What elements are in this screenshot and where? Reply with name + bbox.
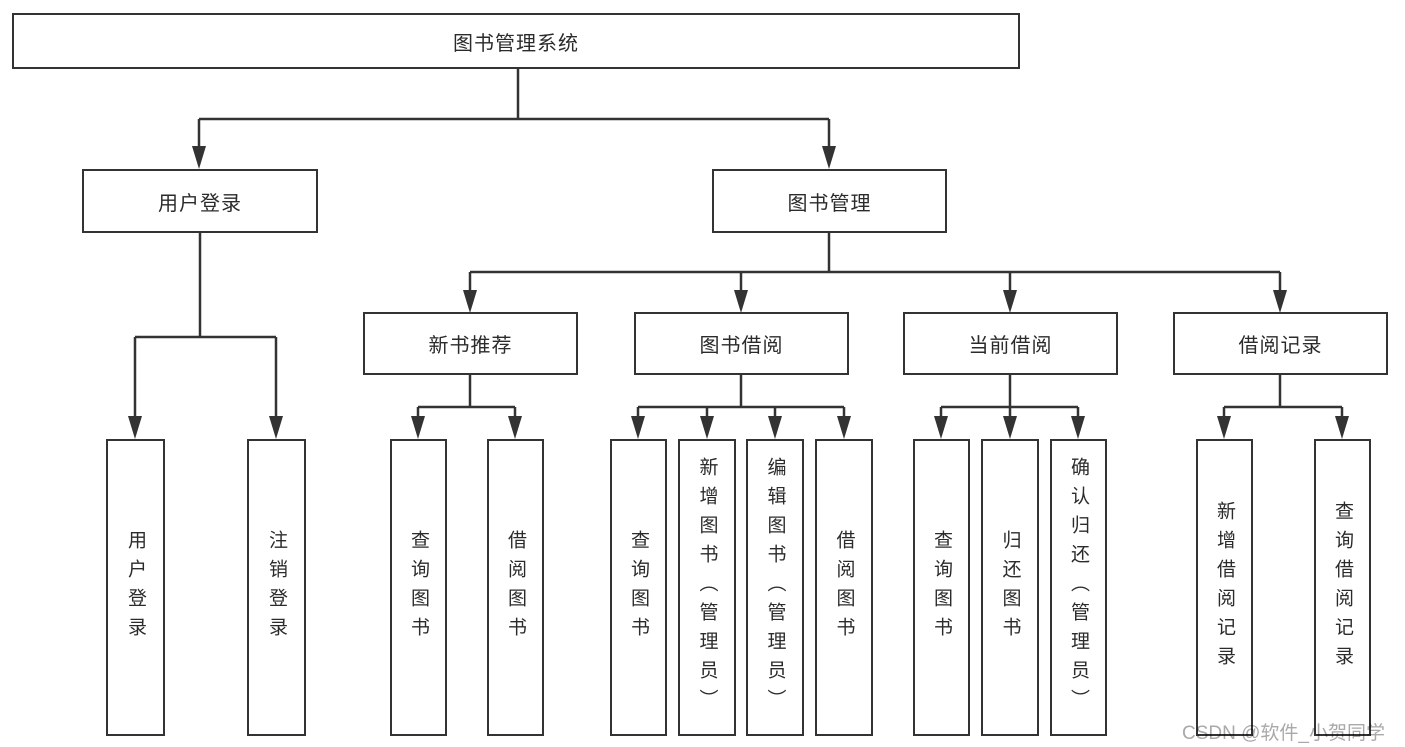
- leaf-current-query-books-label: 查询图书: [931, 529, 952, 646]
- leaf-borrow-borrow-books: 借阅图书: [815, 439, 873, 736]
- node-current-borrowing-label: 当前借阅: [968, 335, 1053, 357]
- leaf-user-login: 用户登录: [106, 439, 165, 736]
- leaf-logout: 注销登录: [247, 439, 306, 736]
- leaf-records-add-record-label: 新增借阅记录: [1214, 500, 1235, 675]
- leaf-recommend-borrow-books: 借阅图书: [487, 439, 544, 736]
- node-book-management: 图书管理: [712, 169, 947, 233]
- node-borrowing-records-label: 借阅记录: [1238, 335, 1323, 357]
- node-user-login-label: 用户登录: [158, 192, 242, 215]
- leaf-records-add-record: 新增借阅记录: [1196, 439, 1253, 736]
- leaf-borrow-edit-books-label: 编辑图书（管理员）: [764, 457, 786, 718]
- leaf-borrow-add-books: 新增图书（管理员）: [678, 439, 736, 736]
- leaf-borrow-query-books-label: 查询图书: [628, 529, 649, 646]
- leaf-records-query-record: 查询借阅记录: [1314, 439, 1371, 736]
- node-new-book-recommendation: 新书推荐: [363, 312, 578, 375]
- leaf-borrow-add-books-label: 新增图书（管理员）: [696, 457, 718, 718]
- leaf-current-return-books-label: 归还图书: [999, 529, 1021, 646]
- leaf-current-confirm-return-label: 确认归还（管理员）: [1068, 457, 1089, 718]
- node-book-borrowing-label: 图书借阅: [699, 335, 784, 357]
- node-user-login: 用户登录: [82, 169, 318, 233]
- node-root-label: 图书管理系统: [453, 32, 579, 55]
- connector-shafts: [133, 69, 1344, 418]
- leaf-recommend-borrow-books-label: 借阅图书: [505, 529, 526, 646]
- leaf-recommend-query-books-label: 查询图书: [408, 529, 429, 646]
- leaf-borrow-query-books: 查询图书: [610, 439, 667, 736]
- leaf-current-return-books: 归还图书: [981, 439, 1039, 736]
- leaf-user-login-label: 用户登录: [125, 529, 146, 646]
- leaf-borrow-borrow-books-label: 借阅图书: [833, 529, 855, 646]
- node-book-borrowing: 图书借阅: [634, 312, 849, 375]
- node-borrowing-records: 借阅记录: [1173, 312, 1388, 375]
- leaf-current-query-books: 查询图书: [913, 439, 970, 736]
- leaf-recommend-query-books: 查询图书: [390, 439, 447, 736]
- node-book-management-label: 图书管理: [787, 192, 872, 215]
- csdn-watermark: CSDN @软件_小贺同学: [1182, 723, 1385, 744]
- leaf-current-confirm-return: 确认归还（管理员）: [1050, 439, 1107, 736]
- node-current-borrowing: 当前借阅: [903, 312, 1118, 375]
- node-root-system: 图书管理系统: [12, 13, 1020, 69]
- connector-arrowheads: [128, 146, 1349, 439]
- leaf-borrow-edit-books: 编辑图书（管理员）: [746, 439, 804, 736]
- leaf-records-query-record-label: 查询借阅记录: [1332, 500, 1353, 675]
- leaf-logout-label: 注销登录: [266, 529, 287, 646]
- node-new-book-recommendation-label: 新书推荐: [428, 335, 513, 357]
